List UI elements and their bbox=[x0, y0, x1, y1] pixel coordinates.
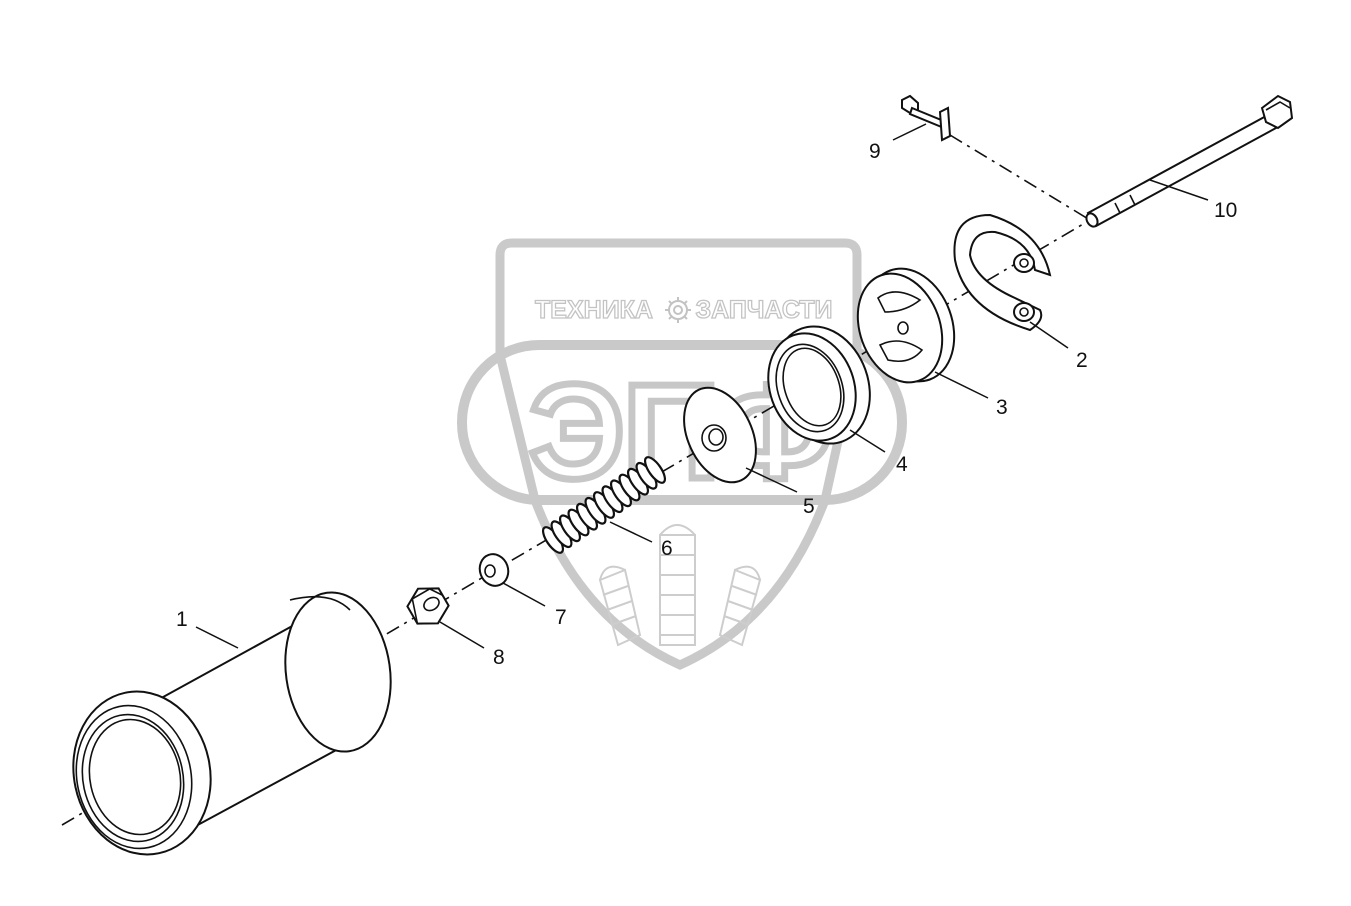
part-8-nut bbox=[406, 587, 450, 625]
callout-4: 4 bbox=[896, 453, 908, 476]
callout-10: 10 bbox=[1214, 199, 1237, 222]
leader-7 bbox=[502, 582, 546, 607]
part-9-pin bbox=[901, 94, 952, 142]
leader-lines bbox=[195, 123, 1209, 649]
sleeve-rear-flange bbox=[284, 591, 392, 753]
sleeve-front-bore bbox=[81, 713, 185, 843]
part-1-sleeve bbox=[72, 591, 392, 856]
leader-9 bbox=[892, 123, 927, 141]
callout-7: 7 bbox=[555, 606, 567, 629]
callout-3: 3 bbox=[996, 396, 1008, 419]
part-5-washer bbox=[683, 386, 757, 484]
leader-6 bbox=[609, 521, 653, 543]
gear-icon bbox=[665, 297, 691, 323]
callout-8: 8 bbox=[493, 646, 505, 669]
watermark-capsule bbox=[457, 340, 907, 505]
watermark-left-text: ТЕХНИКА bbox=[535, 296, 653, 324]
leader-5 bbox=[745, 467, 798, 493]
callout-6: 6 bbox=[661, 537, 673, 560]
spring-coil bbox=[643, 456, 667, 484]
callout-2: 2 bbox=[1076, 349, 1088, 372]
leader-4 bbox=[849, 429, 886, 453]
sleeve-front-rim bbox=[75, 704, 193, 850]
callout-1: 1 bbox=[176, 608, 188, 631]
watermark: ТЕХНИКА ЗАПЧАСТИ ЭПФ bbox=[457, 238, 907, 670]
leader-3 bbox=[934, 371, 989, 399]
part-10-bolt bbox=[1085, 94, 1294, 228]
part-7-washer bbox=[478, 553, 510, 587]
watermark-right-text: ЗАПЧАСТИ bbox=[695, 296, 832, 324]
callout-labels: 1 2 3 4 5 6 7 8 9 10 bbox=[176, 140, 1237, 669]
leader-10 bbox=[1149, 179, 1209, 201]
watermark-shield bbox=[495, 238, 862, 670]
callout-5: 5 bbox=[803, 495, 815, 518]
part-3-disc bbox=[856, 267, 956, 384]
part-2-circlip bbox=[953, 213, 1052, 332]
leader-8 bbox=[439, 621, 485, 649]
sleeve-rear-flange-edge bbox=[289, 595, 351, 611]
sleeve-front-bore-inner bbox=[88, 718, 182, 836]
callout-9: 9 bbox=[869, 140, 881, 163]
wheat-icon bbox=[598, 524, 762, 647]
leader-1 bbox=[195, 626, 239, 649]
pin-axis bbox=[949, 134, 1091, 221]
part-6-spring bbox=[541, 456, 667, 554]
circlip-body bbox=[953, 213, 1052, 332]
leader-2 bbox=[1029, 321, 1069, 349]
part-4-ring bbox=[767, 325, 871, 445]
